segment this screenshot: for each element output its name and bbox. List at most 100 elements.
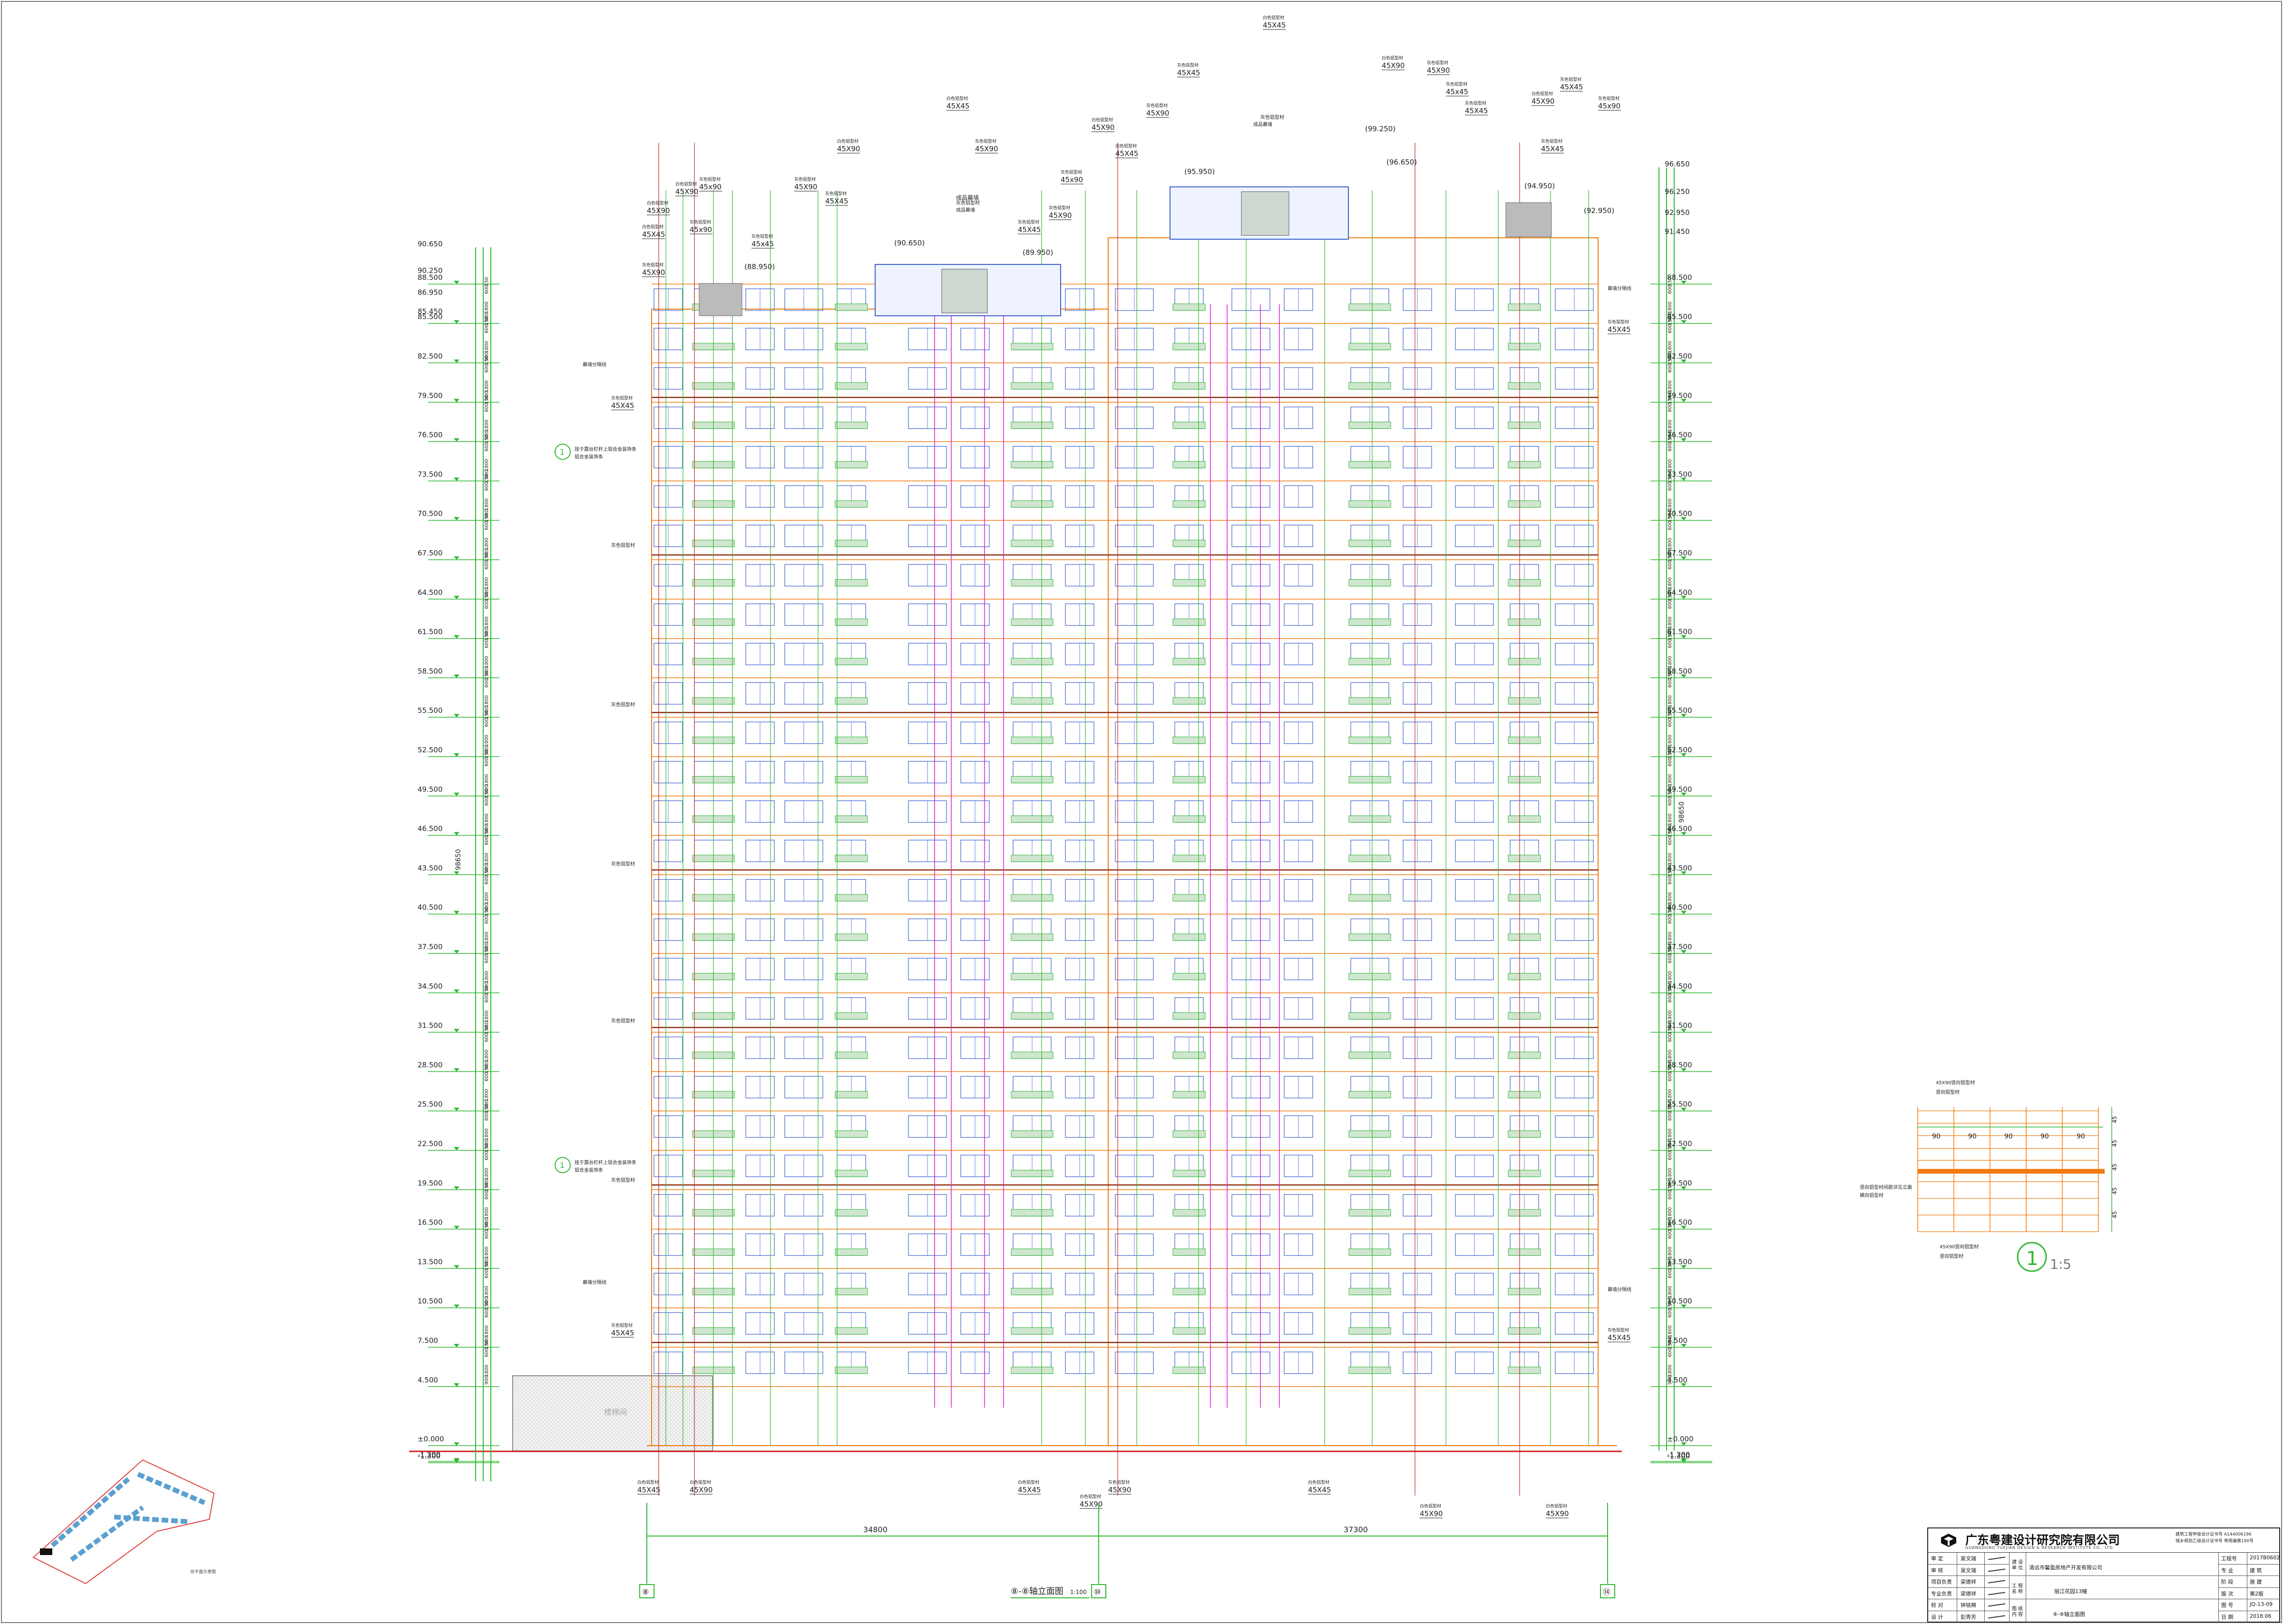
right-level-mark: 76.500	[1650, 431, 1712, 442]
balcony-railing	[1172, 382, 1206, 389]
roof-stair-box-right	[1505, 202, 1552, 237]
left-floor-dim: 900	[484, 627, 489, 636]
right-level-mark: 16.500	[1650, 1218, 1712, 1230]
left-floor-dim: 900	[484, 312, 489, 321]
left-floor-dim: 1800	[484, 853, 489, 865]
left-level-mark: 31.500	[418, 1021, 499, 1033]
dim-right-span: 37300	[1344, 1525, 1368, 1534]
callout-material: 白色铝型材	[1092, 117, 1113, 123]
left-floor-dim: 600	[484, 639, 489, 648]
left-level-mark: 34.500	[418, 982, 499, 993]
right-level-label: 13.500	[1667, 1257, 1692, 1266]
right-level-label: 58.500	[1667, 667, 1692, 675]
balcony-railing	[1508, 1091, 1541, 1099]
callout-size: 45x90	[690, 225, 712, 234]
left-floor-dim: 900	[484, 430, 489, 439]
title-block-meta-value: JQ-13-09	[2250, 1601, 2273, 1608]
key-plan: 总平面示意图	[32, 1459, 216, 1585]
balcony-railing	[835, 1327, 868, 1335]
balcony-railing	[835, 1248, 868, 1256]
balcony-railing	[1011, 540, 1054, 547]
callout-material: 灰色铝型材	[1061, 169, 1082, 175]
left-level-label: 58.500	[418, 667, 443, 675]
left-floor-dim: 1800	[484, 892, 489, 904]
title-block-person: 吴文瑞	[1961, 1556, 1976, 1562]
title-block-header: 广东粤建设计研究院有限公司 GUANGDONG YUEJIAN DESIGN &…	[1928, 1528, 2280, 1553]
title-block-person: 吴文瑞	[1961, 1567, 1976, 1574]
right-floor-dim: 1800	[1668, 616, 1673, 628]
left-floor-dim: 150	[484, 986, 489, 995]
left-floor-dim: 600	[484, 993, 489, 1002]
balcony-railing	[1172, 1209, 1206, 1216]
balcony-railing	[835, 1288, 868, 1295]
detail-marker-scale: 1:5	[2050, 1256, 2071, 1272]
balcony-railing	[1011, 382, 1054, 389]
right-level-label: 85.500	[1667, 312, 1692, 321]
balcony-railing	[1172, 934, 1206, 941]
left-level-mark: 43.500	[418, 864, 499, 875]
callout-material: 灰色铝型材	[1018, 219, 1039, 225]
balcony-railing	[1508, 618, 1541, 626]
balcony-railing	[835, 737, 868, 744]
balcony-railing	[1172, 1169, 1206, 1177]
balcony-railing	[1348, 1327, 1391, 1335]
detail-note-bot: 45X90竖向铝型材	[1940, 1244, 1979, 1250]
callout-material: 灰色铝型材	[611, 395, 633, 401]
balcony-railing	[1011, 1327, 1054, 1335]
balcony-railing	[1011, 972, 1054, 980]
left-floor-dim: 900	[484, 549, 489, 558]
stair-block	[512, 1375, 713, 1451]
callout-size: 45X45	[946, 102, 969, 110]
left-floor-dim: 900	[484, 1021, 489, 1030]
right-floor-dim: 600	[1668, 954, 1673, 963]
balcony-railing	[1011, 1091, 1054, 1099]
title-block-meta-key: 专 业	[2221, 1567, 2234, 1574]
title-block-grid: 建 设 单 位 清远市馨盈房地产开发有限公司 工 程 名 称 丽江花园13幢 图…	[1928, 1552, 2280, 1623]
right-floor-dim: 600	[1668, 915, 1673, 924]
right-floor-dim: 1800	[1668, 932, 1673, 943]
left-floor-dim: 150	[484, 1025, 489, 1034]
right-floor-dim: 600	[1668, 600, 1673, 609]
left-floor-dim: 150	[484, 1301, 489, 1310]
left-floor-dim: 150	[484, 1064, 489, 1073]
left-floor-dim: 600	[484, 1190, 489, 1199]
right-floor-dim: 900	[1668, 1100, 1673, 1109]
right-level-mark: 88.500	[1650, 273, 1712, 285]
left-level-mark: ±0.000	[418, 1435, 499, 1446]
roof-elev-c: (89.950)	[1023, 248, 1053, 257]
callout-material: 白色铝型材	[675, 181, 697, 187]
right-floor-dim: 1800	[1668, 577, 1673, 589]
balcony-railing	[1508, 1327, 1541, 1335]
callout-size: 45x45	[1446, 88, 1468, 96]
balcony-railing	[1172, 618, 1206, 626]
callout-size: 45X45	[1018, 1486, 1041, 1494]
callout-size: 45X45	[825, 197, 848, 205]
balcony-railing	[835, 934, 868, 941]
callout-material: 灰色铝型材	[1541, 138, 1562, 144]
title-block-role: 审 核	[1931, 1567, 1943, 1574]
balcony-railing	[1348, 343, 1391, 350]
callout-size: 45x45	[751, 240, 774, 248]
balcony-railing	[1172, 815, 1206, 823]
left-level-label: 52.500	[418, 746, 443, 754]
divider-note: 幕墙分隔线	[583, 1279, 606, 1285]
callout-size: 45X90	[1146, 109, 1169, 117]
right-floor-dim: 600	[1668, 521, 1673, 530]
right-level-mark: 67.500	[1650, 549, 1712, 560]
right-floor-dim: 600	[1668, 875, 1673, 885]
callout-material: 灰色铝型材	[1560, 77, 1581, 82]
left-floor-dim: 150	[484, 435, 489, 444]
right-floor-dim: 150	[1668, 356, 1673, 365]
balcony-railing	[1011, 894, 1054, 902]
roof-elev-a: (90.650)	[894, 239, 925, 247]
right-floor-dim: 150	[1668, 1261, 1673, 1270]
left-floor-dim: 150	[484, 474, 489, 483]
right-level-label: 61.500	[1667, 628, 1692, 636]
callout-material: 白色铝型材	[946, 96, 968, 101]
callout-size: 45X45	[1263, 21, 1286, 29]
right-floor-dim: 1800	[1668, 892, 1673, 904]
